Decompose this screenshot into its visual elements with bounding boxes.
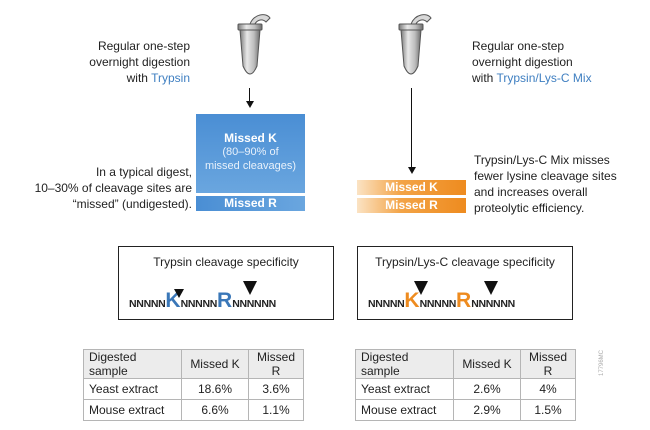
- right-seq-r: R: [456, 289, 472, 312]
- left-missed-k-sub1: (80–90% of: [222, 146, 279, 158]
- table-row: Mouse extract 6.6% 1.1%: [83, 399, 304, 421]
- right-caption: Regular one-step overnight digestion wit…: [472, 38, 642, 86]
- figure-code: 17796MC: [599, 349, 605, 376]
- table-cell: 3.6%: [248, 378, 304, 400]
- table-header-cell: Digested sample: [83, 349, 182, 379]
- table-header-cell: Digested sample: [355, 349, 454, 379]
- right-results-table: Digested sample Missed K Missed R Yeast …: [355, 349, 576, 421]
- right-specificity-title: Trypsin/Lys-C cleavage specificity: [375, 255, 555, 269]
- left-results-table: Digested sample Missed K Missed R Yeast …: [83, 349, 304, 421]
- table-cell: Yeast extract: [355, 378, 454, 400]
- left-specificity-box: Trypsin cleavage specificity NNNNNKNNNNN…: [118, 246, 334, 320]
- left-missed-k-label: Missed K: [224, 131, 277, 145]
- table-cell: 1.5%: [520, 399, 576, 421]
- right-arrow-icon: [407, 167, 416, 174]
- table-cell: Yeast extract: [83, 378, 182, 400]
- left-seq-k: K: [165, 289, 181, 312]
- right-seq-k: K: [404, 289, 420, 312]
- right-arrow-shaft: [410, 88, 413, 168]
- left-note-line3: “missed” (undigested).: [72, 197, 192, 211]
- table-row: Yeast extract 18.6% 3.6%: [83, 378, 304, 400]
- table-row: Yeast extract 2.6% 4%: [355, 378, 576, 400]
- right-note-line4: proteolytic efficiency.: [474, 201, 585, 215]
- right-note-line3: and increases overall: [474, 185, 588, 199]
- right-caption-prefix: with: [472, 71, 497, 85]
- microtube-icon-right: [398, 14, 432, 75]
- table-header-row: Digested sample Missed K Missed R: [83, 349, 304, 379]
- right-seq-pre: NNNNN: [368, 298, 405, 310]
- left-missed-r-block: Missed R: [196, 196, 305, 211]
- left-sequence: NNNNNKNNNNNRNNNNNN: [129, 289, 276, 315]
- table-cell: Mouse extract: [83, 399, 182, 421]
- left-arrow-icon: [245, 101, 254, 108]
- left-arrow-shaft: [248, 88, 251, 102]
- left-missed-k-block: Missed K (80–90% of missed cleavages): [196, 114, 305, 193]
- right-caption-line1: Regular one-step: [472, 39, 565, 53]
- microtube-icon-left: [237, 14, 271, 75]
- table-cell: 2.9%: [453, 399, 521, 421]
- right-note: Trypsin/Lys-C Mix misses fewer lysine cl…: [474, 152, 646, 216]
- right-seq-post: NNNNNN: [471, 298, 515, 310]
- table-row: Mouse extract 2.9% 1.5%: [355, 399, 576, 421]
- right-missed-k-block: Missed K: [357, 180, 466, 195]
- table-header-row: Digested sample Missed K Missed R: [355, 349, 576, 379]
- table-cell: 1.1%: [248, 399, 304, 421]
- left-caption: Regular one-step overnight digestion wit…: [40, 38, 190, 86]
- left-seq-r: R: [217, 289, 233, 312]
- table-header-cell: Missed K: [453, 349, 521, 379]
- right-sequence: NNNNNKNNNNNRNNNNNN: [368, 289, 515, 315]
- right-seq-mid: NNNNN: [419, 298, 457, 310]
- right-specificity-box: Trypsin/Lys-C cleavage specificity NNNNN…: [357, 246, 573, 320]
- left-seq-post: NNNNNN: [232, 298, 276, 310]
- left-note: In a typical digest, 10–30% of cleavage …: [20, 164, 192, 212]
- table-cell: 6.6%: [181, 399, 249, 421]
- table-cell: 2.6%: [453, 378, 521, 400]
- left-caption-line1: Regular one-step: [97, 39, 190, 53]
- table-cell: 18.6%: [181, 378, 249, 400]
- left-seq-mid: NNNNN: [180, 298, 218, 310]
- left-note-line2: 10–30% of cleavage sites are: [34, 181, 192, 195]
- table-cell: 4%: [520, 378, 576, 400]
- table-header-cell: Missed K: [181, 349, 249, 379]
- table-header-cell: Missed R: [248, 349, 304, 379]
- left-caption-line3: with Trypsin: [40, 70, 190, 86]
- left-caption-prefix: with: [126, 71, 152, 85]
- right-caption-line2: overnight digestion: [472, 55, 573, 69]
- left-specificity-title: Trypsin cleavage specificity: [153, 255, 299, 269]
- table-header-cell: Missed R: [520, 349, 576, 379]
- left-missed-k-sub2: missed cleavages): [204, 160, 297, 172]
- left-enzyme-name: Trypsin: [151, 71, 190, 85]
- left-caption-line2: overnight digestion: [89, 55, 190, 69]
- right-missed-r-block: Missed R: [357, 198, 466, 213]
- left-note-line1: In a typical digest,: [95, 165, 192, 179]
- right-enzyme-name: Trypsin/Lys-C Mix: [496, 71, 592, 85]
- right-note-line1: Trypsin/Lys-C Mix misses: [474, 153, 610, 167]
- right-note-line2: fewer lysine cleavage sites: [474, 169, 617, 183]
- left-seq-pre: NNNNN: [129, 298, 166, 310]
- table-cell: Mouse extract: [355, 399, 454, 421]
- right-caption-line3: with Trypsin/Lys-C Mix: [472, 70, 642, 86]
